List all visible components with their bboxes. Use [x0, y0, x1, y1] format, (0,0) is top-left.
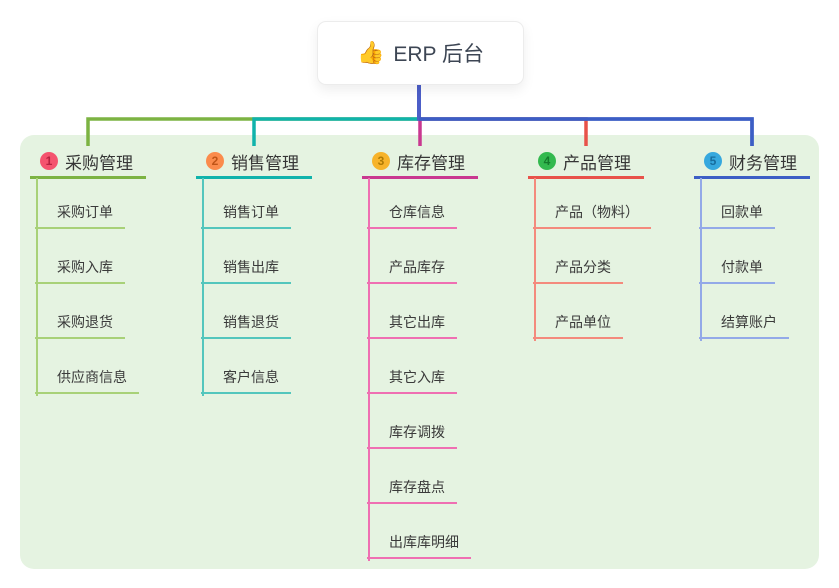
child-node[interactable]: 产品单位	[533, 297, 623, 339]
branch-topic-4[interactable]: 4 产品管理	[528, 146, 644, 179]
children-trunk-line	[36, 178, 38, 396]
branch-topic-2[interactable]: 2 销售管理	[196, 146, 312, 179]
branch-number-badge: 3	[372, 152, 390, 170]
children-trunk-line	[202, 178, 204, 396]
child-node[interactable]: 销售出库	[201, 242, 291, 284]
child-node[interactable]: 其它出库	[367, 297, 457, 339]
branch-topic-label: 采购管理	[65, 153, 133, 173]
branch-number-badge: 5	[704, 152, 722, 170]
child-node[interactable]: 仓库信息	[367, 187, 457, 229]
branch-topic-label: 产品管理	[563, 153, 631, 173]
child-node[interactable]: 库存盘点	[367, 462, 457, 504]
child-node[interactable]: 客户信息	[201, 352, 291, 394]
child-node[interactable]: 采购订单	[35, 187, 125, 229]
branch-topic-1[interactable]: 1 采购管理	[30, 146, 146, 179]
child-node[interactable]: 产品（物料）	[533, 187, 651, 229]
branch-topic-label: 库存管理	[397, 153, 465, 173]
child-node[interactable]: 库存调拨	[367, 407, 457, 449]
branch-topic-label: 销售管理	[231, 153, 299, 173]
child-node[interactable]: 结算账户	[699, 297, 789, 339]
child-node[interactable]: 产品分类	[533, 242, 623, 284]
root-title: ERP 后台	[393, 43, 485, 66]
branch-number-badge: 2	[206, 152, 224, 170]
thumbs-up-icon: 👍	[356, 40, 385, 65]
child-node[interactable]: 回款单	[699, 187, 775, 229]
child-node[interactable]: 出库库明细	[367, 517, 471, 559]
child-node[interactable]: 付款单	[699, 242, 775, 284]
branch-number-badge: 4	[538, 152, 556, 170]
child-node[interactable]: 其它入库	[367, 352, 457, 394]
root-node[interactable]: 👍 ERP 后台	[317, 21, 524, 85]
child-node[interactable]: 供应商信息	[35, 352, 139, 394]
child-node[interactable]: 产品库存	[367, 242, 457, 284]
child-node[interactable]: 采购入库	[35, 242, 125, 284]
child-node[interactable]: 采购退货	[35, 297, 125, 339]
child-node[interactable]: 销售订单	[201, 187, 291, 229]
branch-number-badge: 1	[40, 152, 58, 170]
branches-panel	[20, 135, 819, 569]
children-trunk-line	[700, 178, 702, 341]
branch-topic-3[interactable]: 3 库存管理	[362, 146, 478, 179]
child-node[interactable]: 销售退货	[201, 297, 291, 339]
children-trunk-line	[534, 178, 536, 341]
branch-topic-5[interactable]: 5 财务管理	[694, 146, 810, 179]
children-trunk-line	[368, 178, 370, 561]
branch-topic-label: 财务管理	[729, 153, 797, 173]
